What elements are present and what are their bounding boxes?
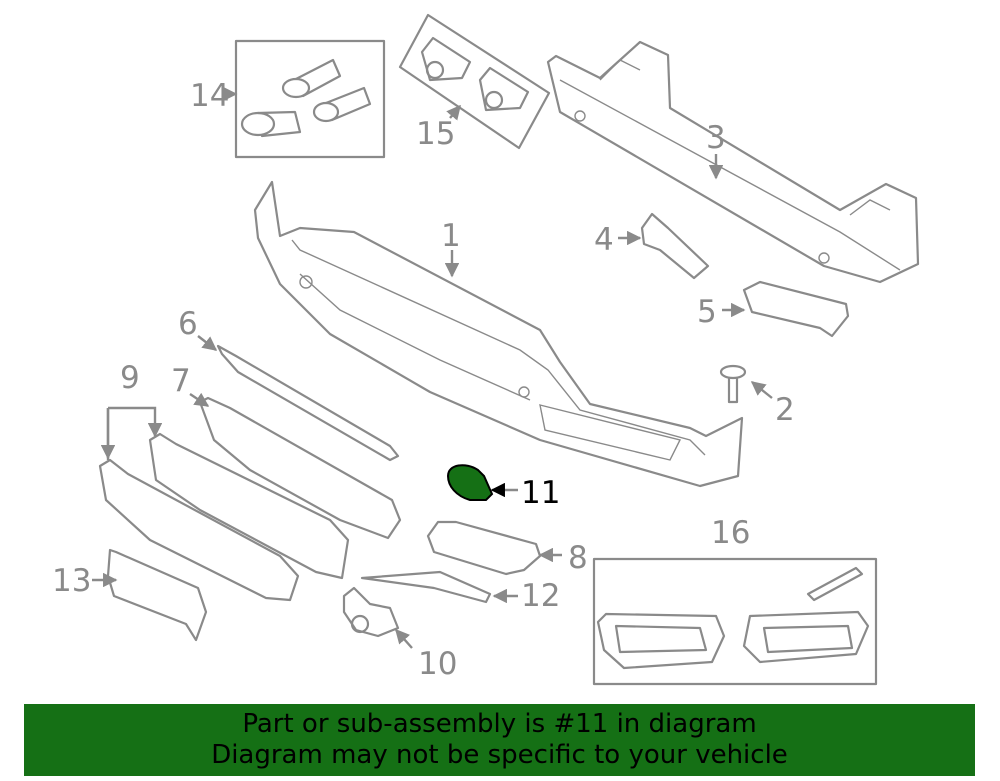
callout-3: 3 (706, 120, 726, 156)
callout-10: 10 (418, 646, 457, 682)
part-16-fog-lamp-trims (592, 557, 878, 686)
part-14-parking-sensors (234, 39, 386, 159)
callout-15: 15 (416, 116, 455, 152)
callout-6: 6 (178, 306, 198, 342)
part-4-bracket (640, 212, 710, 280)
part-2-bolt (719, 364, 747, 404)
callout-12: 12 (521, 578, 560, 614)
callout-11: 11 (521, 475, 560, 511)
banner-line-1: Part or sub-assembly is #11 in diagram (242, 709, 757, 739)
info-banner: Part or sub-assembly is #11 in diagram D… (24, 704, 975, 776)
callout-7: 7 (171, 363, 191, 399)
part-7-center-grille (198, 396, 402, 540)
callout-13: 13 (52, 563, 91, 599)
part-5-guide (742, 280, 850, 338)
banner-line-2: Diagram may not be specific to your vehi… (211, 740, 788, 770)
part-13-license-bracket (106, 548, 208, 642)
callout-8: 8 (568, 540, 588, 576)
part-12-trim-strip (360, 570, 492, 604)
callout-9: 9 (120, 360, 140, 396)
parts-diagram: 1 2 3 4 5 6 7 8 9 10 11 12 13 14 15 16 (52, 13, 920, 686)
part-6-upper-grille (216, 344, 400, 462)
part-3-bumper-reinforcement (546, 40, 920, 284)
part-8-fog-grille (426, 520, 542, 576)
part-9-lower-trims (98, 432, 350, 602)
part-11-highlighted-cap (446, 464, 494, 501)
callout-2: 2 (775, 392, 795, 428)
callout-1: 1 (441, 218, 461, 254)
leader-lines (92, 86, 773, 649)
part-1-bumper-cover (253, 180, 744, 488)
callout-16: 16 (711, 515, 750, 551)
callout-5: 5 (697, 294, 717, 330)
part-15-sensor-brackets (398, 13, 551, 150)
callout-4: 4 (594, 222, 614, 258)
callout-14: 14 (190, 78, 229, 114)
part-10-sensor-holder (342, 586, 400, 638)
